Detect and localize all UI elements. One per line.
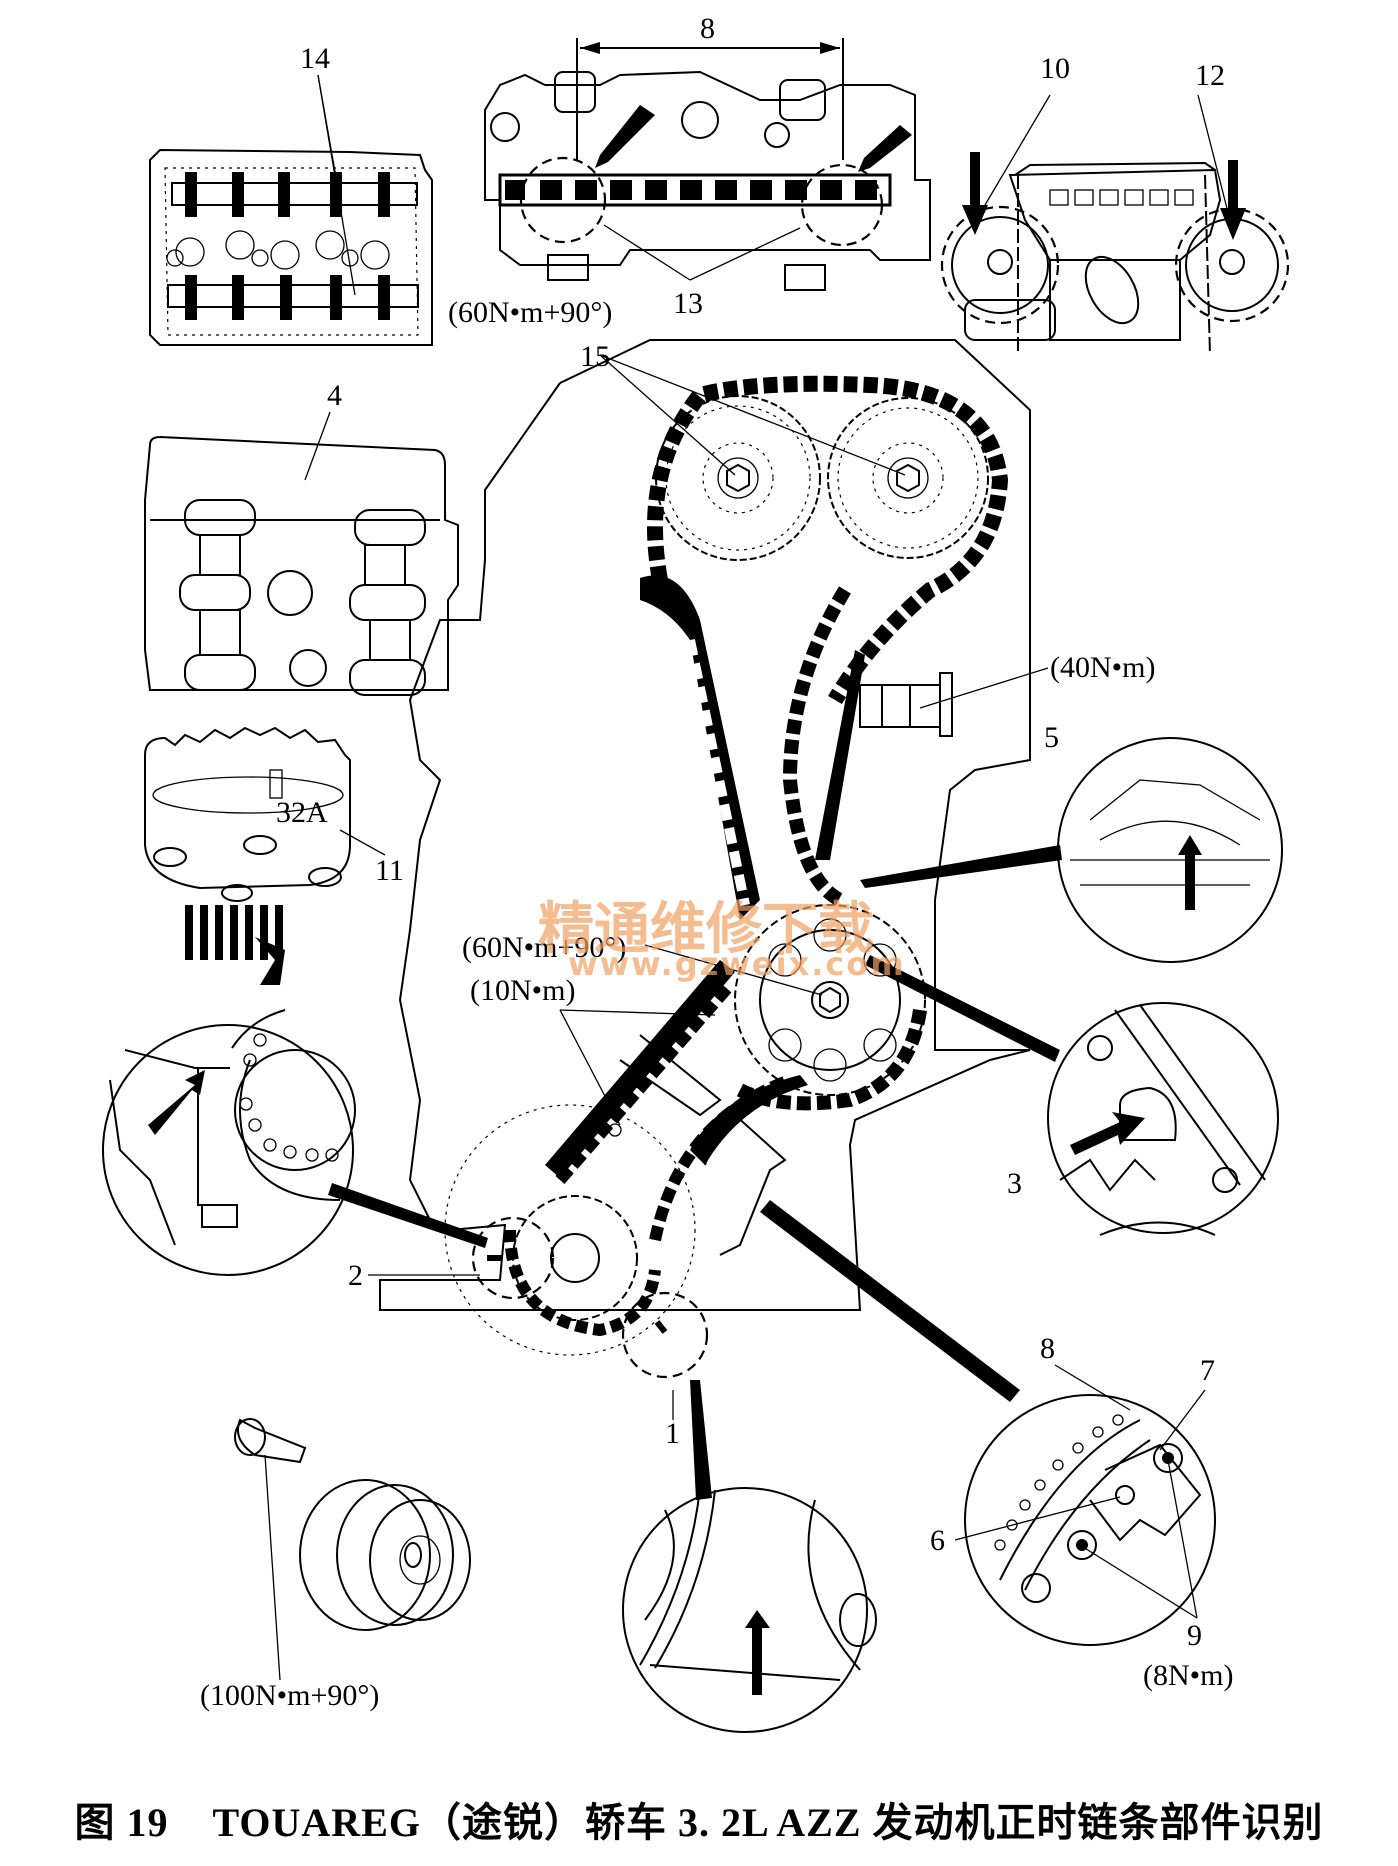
- callout-13: 13: [673, 287, 703, 320]
- callout-6: 6: [930, 1524, 945, 1557]
- cylinder-head-top-view: [149, 148, 433, 346]
- watermark-url: www.gzweix.com: [568, 945, 906, 983]
- leader-guide-bolt-b: [559, 1009, 716, 1016]
- callout-14: 14: [300, 42, 330, 75]
- leader-6: [954, 1496, 1121, 1541]
- torque-tensioner-bolts: (8N•m): [1143, 1659, 1233, 1692]
- camshaft-sprocket-right: [827, 397, 989, 559]
- leader-15b: [599, 354, 906, 476]
- tensioner-rail-lower: [690, 1075, 808, 1165]
- torque-sprocket-bolt: (60N•m+90°): [462, 931, 626, 964]
- callout-1: 1: [665, 1417, 680, 1450]
- arrowhead-right: [820, 42, 840, 54]
- callout-10: 10: [1040, 52, 1070, 85]
- callout-12: 12: [1195, 59, 1225, 92]
- leader-13a: [603, 224, 691, 281]
- adjuster-sprocket: [144, 726, 351, 985]
- detail-circle-1: [622, 1487, 877, 1733]
- leader-tensioner: [919, 667, 1049, 709]
- camshaft-side-view: [484, 70, 931, 291]
- callout-8-top: 8: [700, 12, 715, 45]
- cylinder-head-detail: [144, 435, 459, 696]
- pointer-detail-2: [328, 1183, 488, 1248]
- figure-caption: 图 19 TOUAREG（途锐）轿车 3. 2L AZZ 发动机正时链条部件识别: [74, 1800, 1324, 1845]
- callout-9: 9: [1187, 1619, 1202, 1652]
- leader-9b: [1082, 1546, 1198, 1619]
- pointer-detail-tensioner: [760, 1200, 1020, 1402]
- torque-crank-bolt: (100N•m+90°): [200, 1679, 379, 1712]
- pointer-detail-1: [690, 1380, 712, 1500]
- callout-11: 11: [375, 854, 404, 887]
- leader-4: [304, 411, 331, 481]
- leader-11: [339, 829, 386, 856]
- timing-chain-diagram: 14 8 (60N•m+90°) 13: [102, 12, 1290, 1733]
- leader-7: [1159, 1389, 1206, 1451]
- watermark-text: 精通维修下载: [538, 897, 874, 962]
- engine-block-outline: [379, 339, 1031, 1356]
- marking-32a: 32A: [276, 796, 328, 829]
- detail-circle-2: [102, 1009, 356, 1276]
- leader-guide-bolt-a: [559, 1009, 621, 1126]
- pointer-detail-3: [865, 955, 1060, 1062]
- leader-8-detail: [1054, 1364, 1131, 1411]
- callout-4: 4: [327, 379, 342, 412]
- callout-3: 3: [1007, 1167, 1022, 1200]
- crankshaft-pulley: [234, 1418, 471, 1631]
- timing-chain-upper: [647, 375, 1009, 705]
- torque-guide-bolt: (10N•m): [470, 974, 575, 1007]
- detail-circle-3: [1047, 1002, 1279, 1236]
- callout-8-detail: 8: [1040, 1332, 1055, 1365]
- detail-circle-tensioner: [964, 1394, 1216, 1646]
- arrowhead-left: [580, 42, 600, 54]
- crankshaft-sprocket: [471, 1195, 709, 1379]
- leader-14b: [317, 74, 356, 296]
- chain-tensioner: [859, 672, 953, 737]
- leader-10: [984, 94, 1051, 206]
- leader-13b: [689, 227, 801, 281]
- leader-9a: [1167, 1459, 1198, 1619]
- leader-sprocket-bolt: [644, 944, 823, 996]
- callout-7: 7: [1200, 1354, 1215, 1387]
- cam-sprocket-view: [940, 152, 1290, 356]
- chain-guide-left: [640, 575, 760, 920]
- torque-tensioner: (40N•m): [1050, 651, 1155, 684]
- leader-crank-bolt: [264, 1454, 281, 1681]
- tensioner-rail: [815, 650, 865, 860]
- leader-12: [1197, 94, 1233, 229]
- callout-5: 5: [1044, 721, 1059, 754]
- torque-camshaft-bolt: (60N•m+90°): [448, 296, 612, 329]
- leader-15a: [599, 354, 736, 476]
- callout-2: 2: [348, 1259, 363, 1292]
- pointer-detail-5: [860, 845, 1062, 888]
- detail-circle-5: [1057, 737, 1283, 963]
